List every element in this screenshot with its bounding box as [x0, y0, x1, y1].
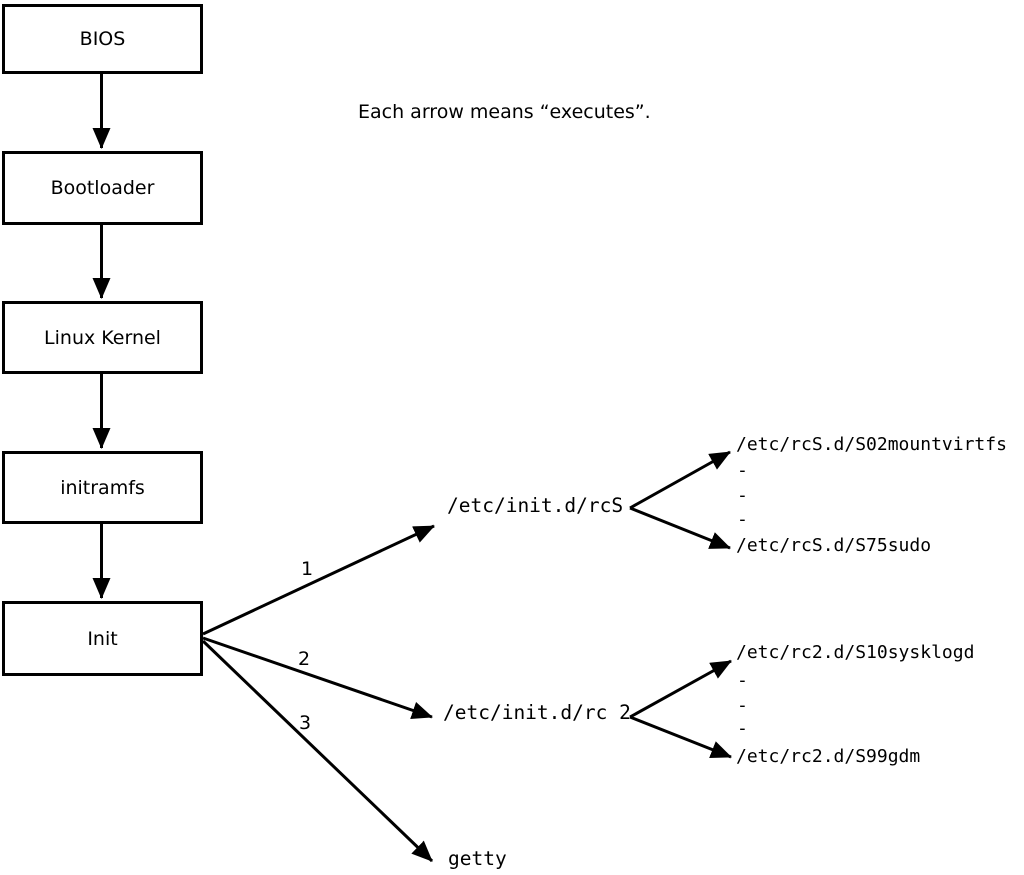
node-label: Init — [87, 627, 118, 650]
node-label: initramfs — [60, 476, 145, 499]
arrow-rcs-to-last-script — [629, 506, 731, 550]
node-label: Linux Kernel — [44, 326, 161, 349]
ellipsis-dash: - — [737, 718, 748, 739]
label-rc2-first-script: /etc/rc2.d/S10sysklogd — [736, 642, 975, 663]
label-rcs-last-script: /etc/rcS.d/S75sudo — [736, 535, 932, 556]
node-initramfs: initramfs — [2, 451, 203, 524]
arrow-init-to-rcs — [202, 524, 435, 636]
node-bootloader: Bootloader — [2, 151, 203, 225]
label-etc-init-d-rcs: /etc/init.d/rcS — [447, 494, 624, 517]
label-getty: getty — [448, 847, 507, 870]
branch-number-2: 2 — [298, 648, 311, 670]
label-rcs-first-script: /etc/rcS.d/S02mountvirtfs — [736, 434, 1007, 455]
arrow-init-to-rc2 — [202, 636, 433, 719]
arrow-rc2-to-last-script — [629, 715, 732, 759]
node-label: BIOS — [79, 28, 126, 50]
branch-number-3: 3 — [299, 712, 312, 734]
node-label: Bootloader — [50, 177, 155, 199]
label-rc2-last-script: /etc/rc2.d/S99gdm — [736, 746, 921, 767]
node-init: Init — [2, 601, 203, 676]
branch-number-1: 1 — [301, 558, 314, 580]
legend-note: Each arrow means “executes”. — [358, 101, 651, 123]
arrow-rcs-to-first-script — [629, 450, 731, 510]
label-etc-init-d-rc2: /etc/init.d/rc 2 — [443, 701, 631, 724]
ellipsis-dash: - — [737, 460, 748, 481]
ellipsis-dash: - — [737, 509, 748, 530]
arrow-rc2-to-first-script — [629, 659, 732, 719]
arrow-init-to-getty — [201, 639, 434, 863]
node-bios: BIOS — [2, 4, 203, 74]
ellipsis-dash: - — [737, 695, 748, 716]
ellipsis-dash: - — [737, 670, 748, 691]
ellipsis-dash: - — [737, 485, 748, 506]
node-linux-kernel: Linux Kernel — [2, 301, 203, 374]
